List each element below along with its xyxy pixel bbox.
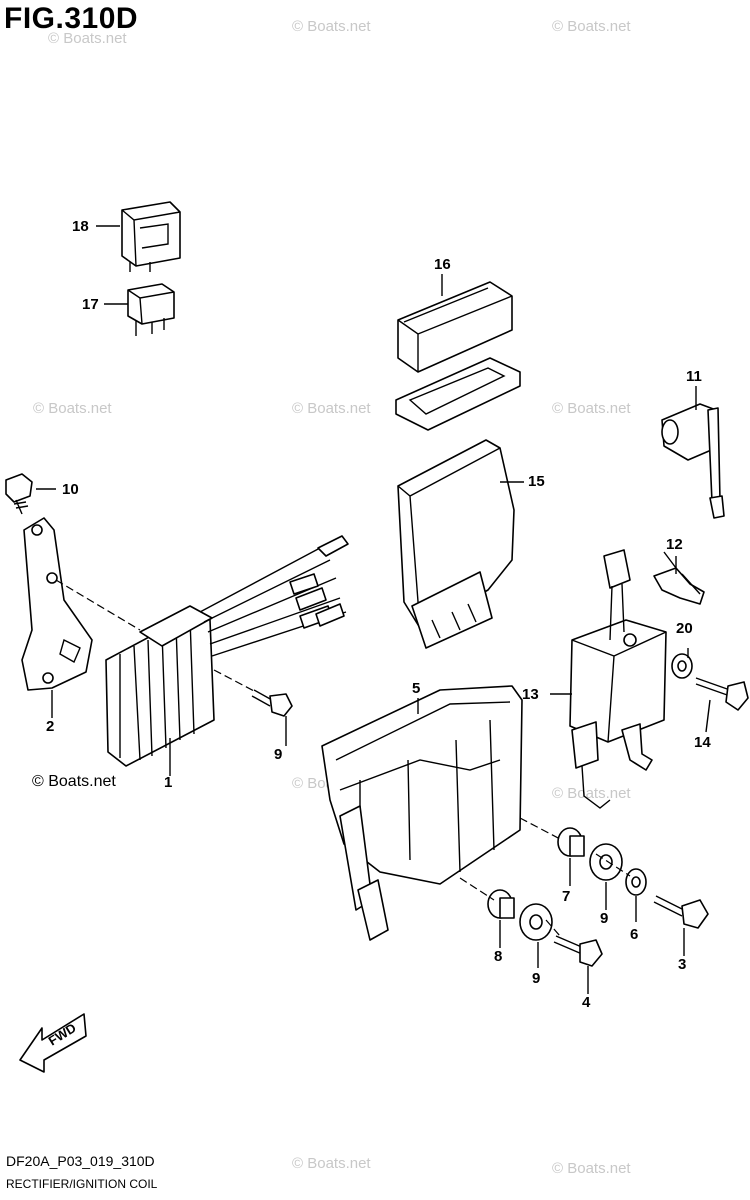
forward-arrow xyxy=(19,1013,87,1073)
ecm-unit xyxy=(397,439,515,649)
callout-9-upper: 9 xyxy=(600,910,609,927)
watermark: © Boats.net xyxy=(292,400,371,417)
callout-20: 20 xyxy=(676,620,693,637)
watermark: © Boats.net xyxy=(33,400,112,417)
ignition-coil xyxy=(569,549,667,809)
callout-16: 15 xyxy=(528,473,545,490)
relay-small xyxy=(127,283,175,336)
callout-7: 7 xyxy=(562,888,571,905)
grommet-9-lower xyxy=(519,903,553,941)
watermark: © Boats.net xyxy=(292,1155,371,1172)
callout-5: 5 xyxy=(412,680,421,697)
callout-2: 2 xyxy=(46,718,55,735)
diagram-code: DF20A_P03_019_310D xyxy=(6,1153,155,1169)
callout-11: 10 xyxy=(62,481,79,498)
diagram-subtitle: RECTIFIER/IGNITION COIL xyxy=(6,1177,158,1191)
watermark: © Boats.net xyxy=(552,785,631,802)
leader-lines xyxy=(36,225,711,994)
clamp xyxy=(653,551,705,605)
ecm-bracket xyxy=(321,685,523,941)
watermark: © Boats.net xyxy=(48,30,127,47)
rectifier-bracket xyxy=(21,517,93,691)
bolt-10 xyxy=(251,689,293,717)
washer-6 xyxy=(625,868,647,896)
callout-6: 6 xyxy=(630,926,639,943)
callout-14: 13 xyxy=(522,686,539,703)
copyright-notice: © Boats.net xyxy=(32,773,116,790)
callout-4: 4 xyxy=(582,994,591,1011)
bolt-11 xyxy=(5,473,33,515)
grommet-9-upper xyxy=(589,843,623,881)
bolt-3 xyxy=(653,895,709,929)
bolt-15 xyxy=(695,677,749,711)
washer-20 xyxy=(671,653,693,679)
callout-1: 1 xyxy=(164,774,173,791)
watermark: © Boats.net xyxy=(552,18,631,35)
watermark: © Boats.net xyxy=(552,1160,631,1177)
watermark: © Boats.net xyxy=(292,18,371,35)
ecm-cover xyxy=(395,281,521,431)
callout-19: 18 xyxy=(72,218,89,235)
callout-13: 12 xyxy=(666,536,683,553)
callout-3: 3 xyxy=(678,956,687,973)
callout-18: 17 xyxy=(82,296,99,313)
rectifier-regulator xyxy=(105,535,349,767)
bolt-4 xyxy=(553,935,603,967)
grommet-8 xyxy=(487,889,515,919)
spark-plug-cap xyxy=(661,403,725,519)
relay-large xyxy=(121,201,181,272)
callout-9-lower: 9 xyxy=(532,970,541,987)
callout-10: 9 xyxy=(274,746,283,763)
callout-17: 16 xyxy=(434,256,451,273)
grommet-7 xyxy=(557,827,585,857)
figure-title: FIG.310D xyxy=(4,2,139,35)
callout-8: 8 xyxy=(494,948,503,965)
watermark: © Boats.net xyxy=(552,400,631,417)
callout-12: 11 xyxy=(686,368,702,385)
callout-15: 14 xyxy=(694,734,711,751)
